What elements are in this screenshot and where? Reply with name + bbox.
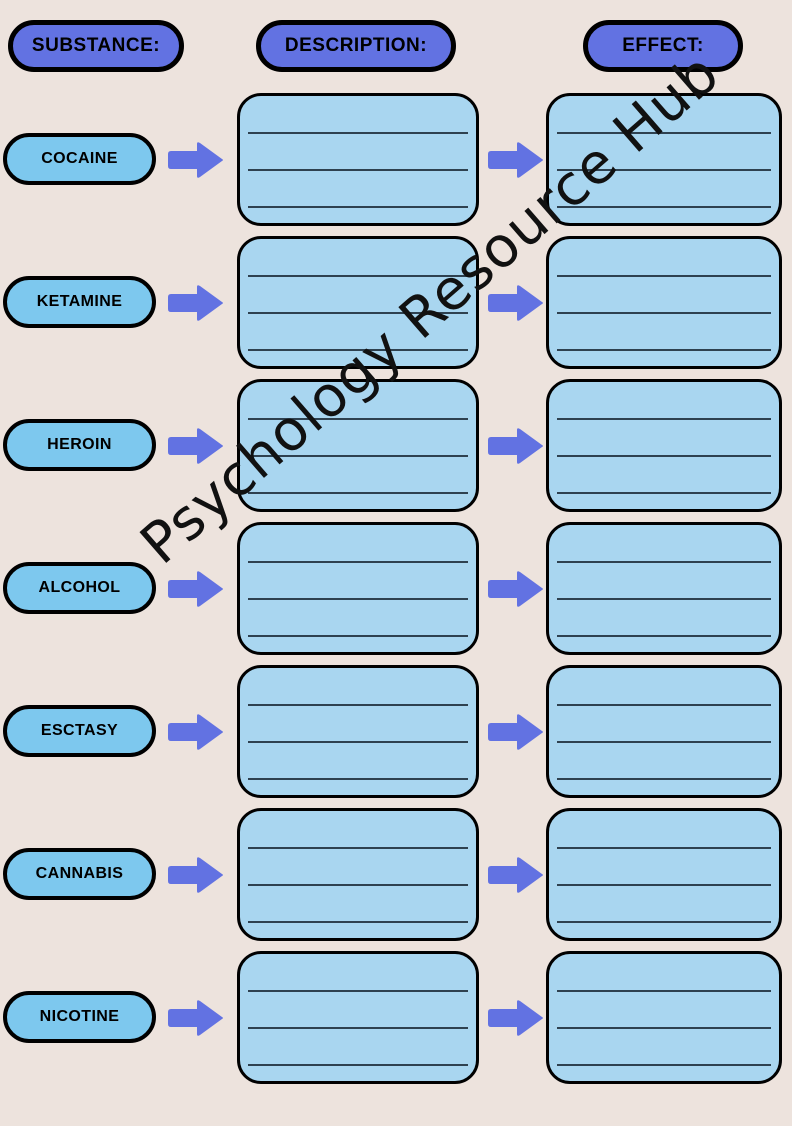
effect-answer-box[interactable] bbox=[546, 379, 782, 512]
column-headers: SUBSTANCE: DESCRIPTION: EFFECT: bbox=[0, 0, 792, 90]
worksheet-row: ESCTASY bbox=[0, 665, 792, 798]
rule-line bbox=[557, 561, 771, 563]
substance-label: ALCOHOL bbox=[38, 579, 121, 596]
header-pill-substance: SUBSTANCE: bbox=[8, 20, 184, 72]
substance-pill: HEROIN bbox=[3, 419, 156, 471]
rule-line bbox=[557, 492, 771, 494]
right-arrow-icon bbox=[486, 571, 544, 607]
rule-line bbox=[248, 921, 468, 923]
rule-line bbox=[557, 455, 771, 457]
right-arrow-icon bbox=[486, 714, 544, 750]
worksheet-row: KETAMINE bbox=[0, 236, 792, 369]
header-label-effect: EFFECT: bbox=[622, 35, 704, 56]
rule-line bbox=[557, 275, 771, 277]
rule-line bbox=[248, 990, 468, 992]
effect-answer-box[interactable] bbox=[546, 951, 782, 1084]
rule-line bbox=[557, 349, 771, 351]
header-pill-description: DESCRIPTION: bbox=[256, 20, 456, 72]
header-label-substance: SUBSTANCE: bbox=[31, 35, 161, 56]
rule-line bbox=[248, 561, 468, 563]
effect-answer-box[interactable] bbox=[546, 808, 782, 941]
rule-line bbox=[557, 598, 771, 600]
rule-line bbox=[557, 847, 771, 849]
substance-label: KETAMINE bbox=[36, 293, 123, 310]
rule-line bbox=[557, 206, 771, 208]
rule-line bbox=[248, 741, 468, 743]
rule-line bbox=[557, 741, 771, 743]
description-answer-box[interactable] bbox=[237, 522, 479, 655]
rule-line bbox=[248, 1027, 468, 1029]
substance-pill: ALCOHOL bbox=[3, 562, 156, 614]
rule-line bbox=[557, 132, 771, 134]
effect-answer-box[interactable] bbox=[546, 93, 782, 226]
substance-label: NICOTINE bbox=[39, 1008, 120, 1025]
description-answer-box[interactable] bbox=[237, 951, 479, 1084]
rule-line bbox=[248, 884, 468, 886]
right-arrow-icon bbox=[486, 142, 544, 178]
rule-line bbox=[557, 1027, 771, 1029]
rule-line bbox=[248, 206, 468, 208]
rule-line bbox=[557, 921, 771, 923]
rule-line bbox=[248, 349, 468, 351]
substance-pill: NICOTINE bbox=[3, 991, 156, 1043]
rule-line bbox=[248, 1064, 468, 1066]
effect-answer-box[interactable] bbox=[546, 665, 782, 798]
rule-line bbox=[248, 598, 468, 600]
rule-line bbox=[248, 704, 468, 706]
rule-line bbox=[248, 847, 468, 849]
rule-line bbox=[248, 492, 468, 494]
rule-line bbox=[248, 132, 468, 134]
right-arrow-icon bbox=[166, 1000, 224, 1036]
header-pill-effect: EFFECT: bbox=[583, 20, 743, 72]
description-answer-box[interactable] bbox=[237, 665, 479, 798]
right-arrow-icon bbox=[166, 857, 224, 893]
right-arrow-icon bbox=[486, 428, 544, 464]
substance-label: CANNABIS bbox=[35, 865, 124, 882]
substance-pill: COCAINE bbox=[3, 133, 156, 185]
right-arrow-icon bbox=[166, 142, 224, 178]
rule-line bbox=[557, 169, 771, 171]
rule-line bbox=[557, 635, 771, 637]
description-answer-box[interactable] bbox=[237, 93, 479, 226]
description-answer-box[interactable] bbox=[237, 236, 479, 369]
rule-line bbox=[248, 275, 468, 277]
effect-answer-box[interactable] bbox=[546, 522, 782, 655]
rule-line bbox=[557, 418, 771, 420]
rule-line bbox=[248, 312, 468, 314]
effect-answer-box[interactable] bbox=[546, 236, 782, 369]
right-arrow-icon bbox=[486, 1000, 544, 1036]
rule-line bbox=[248, 635, 468, 637]
right-arrow-icon bbox=[166, 571, 224, 607]
rule-line bbox=[248, 169, 468, 171]
worksheet-row: CANNABIS bbox=[0, 808, 792, 941]
rule-line bbox=[557, 884, 771, 886]
description-answer-box[interactable] bbox=[237, 808, 479, 941]
substance-label: ESCTASY bbox=[40, 722, 119, 739]
rule-line bbox=[248, 418, 468, 420]
right-arrow-icon bbox=[166, 428, 224, 464]
header-label-description: DESCRIPTION: bbox=[284, 35, 428, 56]
rule-line bbox=[248, 778, 468, 780]
right-arrow-icon bbox=[486, 285, 544, 321]
worksheet-row: COCAINE bbox=[0, 93, 792, 226]
description-answer-box[interactable] bbox=[237, 379, 479, 512]
substance-label: HEROIN bbox=[47, 436, 112, 453]
rule-line bbox=[557, 990, 771, 992]
rule-line bbox=[557, 704, 771, 706]
substance-label: COCAINE bbox=[41, 150, 118, 167]
right-arrow-icon bbox=[166, 285, 224, 321]
rule-line bbox=[557, 1064, 771, 1066]
substance-pill: KETAMINE bbox=[3, 276, 156, 328]
rule-line bbox=[557, 312, 771, 314]
substance-pill: CANNABIS bbox=[3, 848, 156, 900]
right-arrow-icon bbox=[486, 857, 544, 893]
right-arrow-icon bbox=[166, 714, 224, 750]
worksheet-row: NICOTINE bbox=[0, 951, 792, 1084]
worksheet-row: HEROIN bbox=[0, 379, 792, 512]
worksheet-row: ALCOHOL bbox=[0, 522, 792, 655]
substance-pill: ESCTASY bbox=[3, 705, 156, 757]
rule-line bbox=[248, 455, 468, 457]
rule-line bbox=[557, 778, 771, 780]
